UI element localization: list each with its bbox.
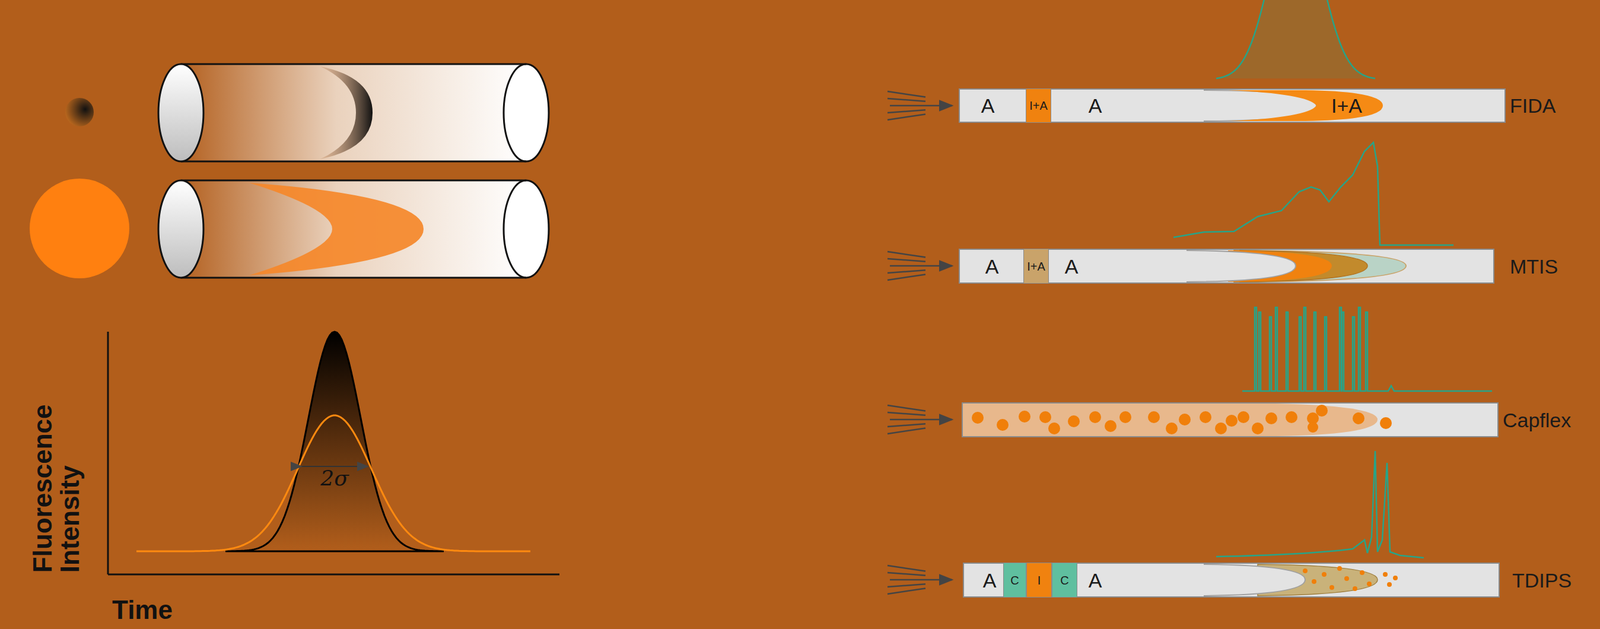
capillary-tube [158,64,549,162]
capillary-tube [158,180,549,278]
segment-label: C [1010,573,1019,587]
small-particle [65,97,94,127]
method-label: Capflex [1502,408,1571,432]
method-label: TDIPS [1512,568,1572,592]
sample-segment: C [1003,562,1027,597]
zone-label: A [1088,94,1103,118]
zone-label: A [1064,254,1079,278]
detector-traces [1173,0,1493,558]
taylorgram-plot [107,331,560,575]
large-particle [29,178,130,279]
zone-label: A [983,568,997,592]
zone-label: I+A [1331,94,1363,118]
zone-label: A [1088,568,1103,592]
sample-segment: I+A [1023,249,1049,283]
capillary-channel: Capflex [962,402,1498,437]
capillary-channel: AATDIPSCIC [963,562,1500,597]
sample-segment: I [1026,562,1052,597]
axis-label: Time [112,596,173,624]
axis-label: Fluorescence Intensity [29,376,84,573]
method-label: FIDA [1509,94,1556,118]
capillary-channel: AAMTISI+A [959,249,1494,283]
zone-label: A [981,94,995,118]
capillary-bars [959,88,1506,597]
segment-label: I+A [1029,99,1048,113]
sample-segment: C [1051,562,1078,597]
segment-label: I [1037,573,1042,587]
sample-segment: I+A [1025,88,1052,123]
segment-label: I+A [1026,259,1046,273]
sigma-label: 2σ [320,466,349,490]
zone-label: A [985,254,1000,278]
capflex-sample [962,403,1392,437]
mtis-plumes [1180,250,1407,282]
tdips-plume [1198,564,1398,596]
fida-plume [1203,90,1383,122]
segment-label: C [1060,573,1069,587]
flow-arrows [887,91,953,594]
method-label: MTIS [1509,254,1558,278]
capillary-channel: AAI+AFIDAI+A [959,88,1506,123]
